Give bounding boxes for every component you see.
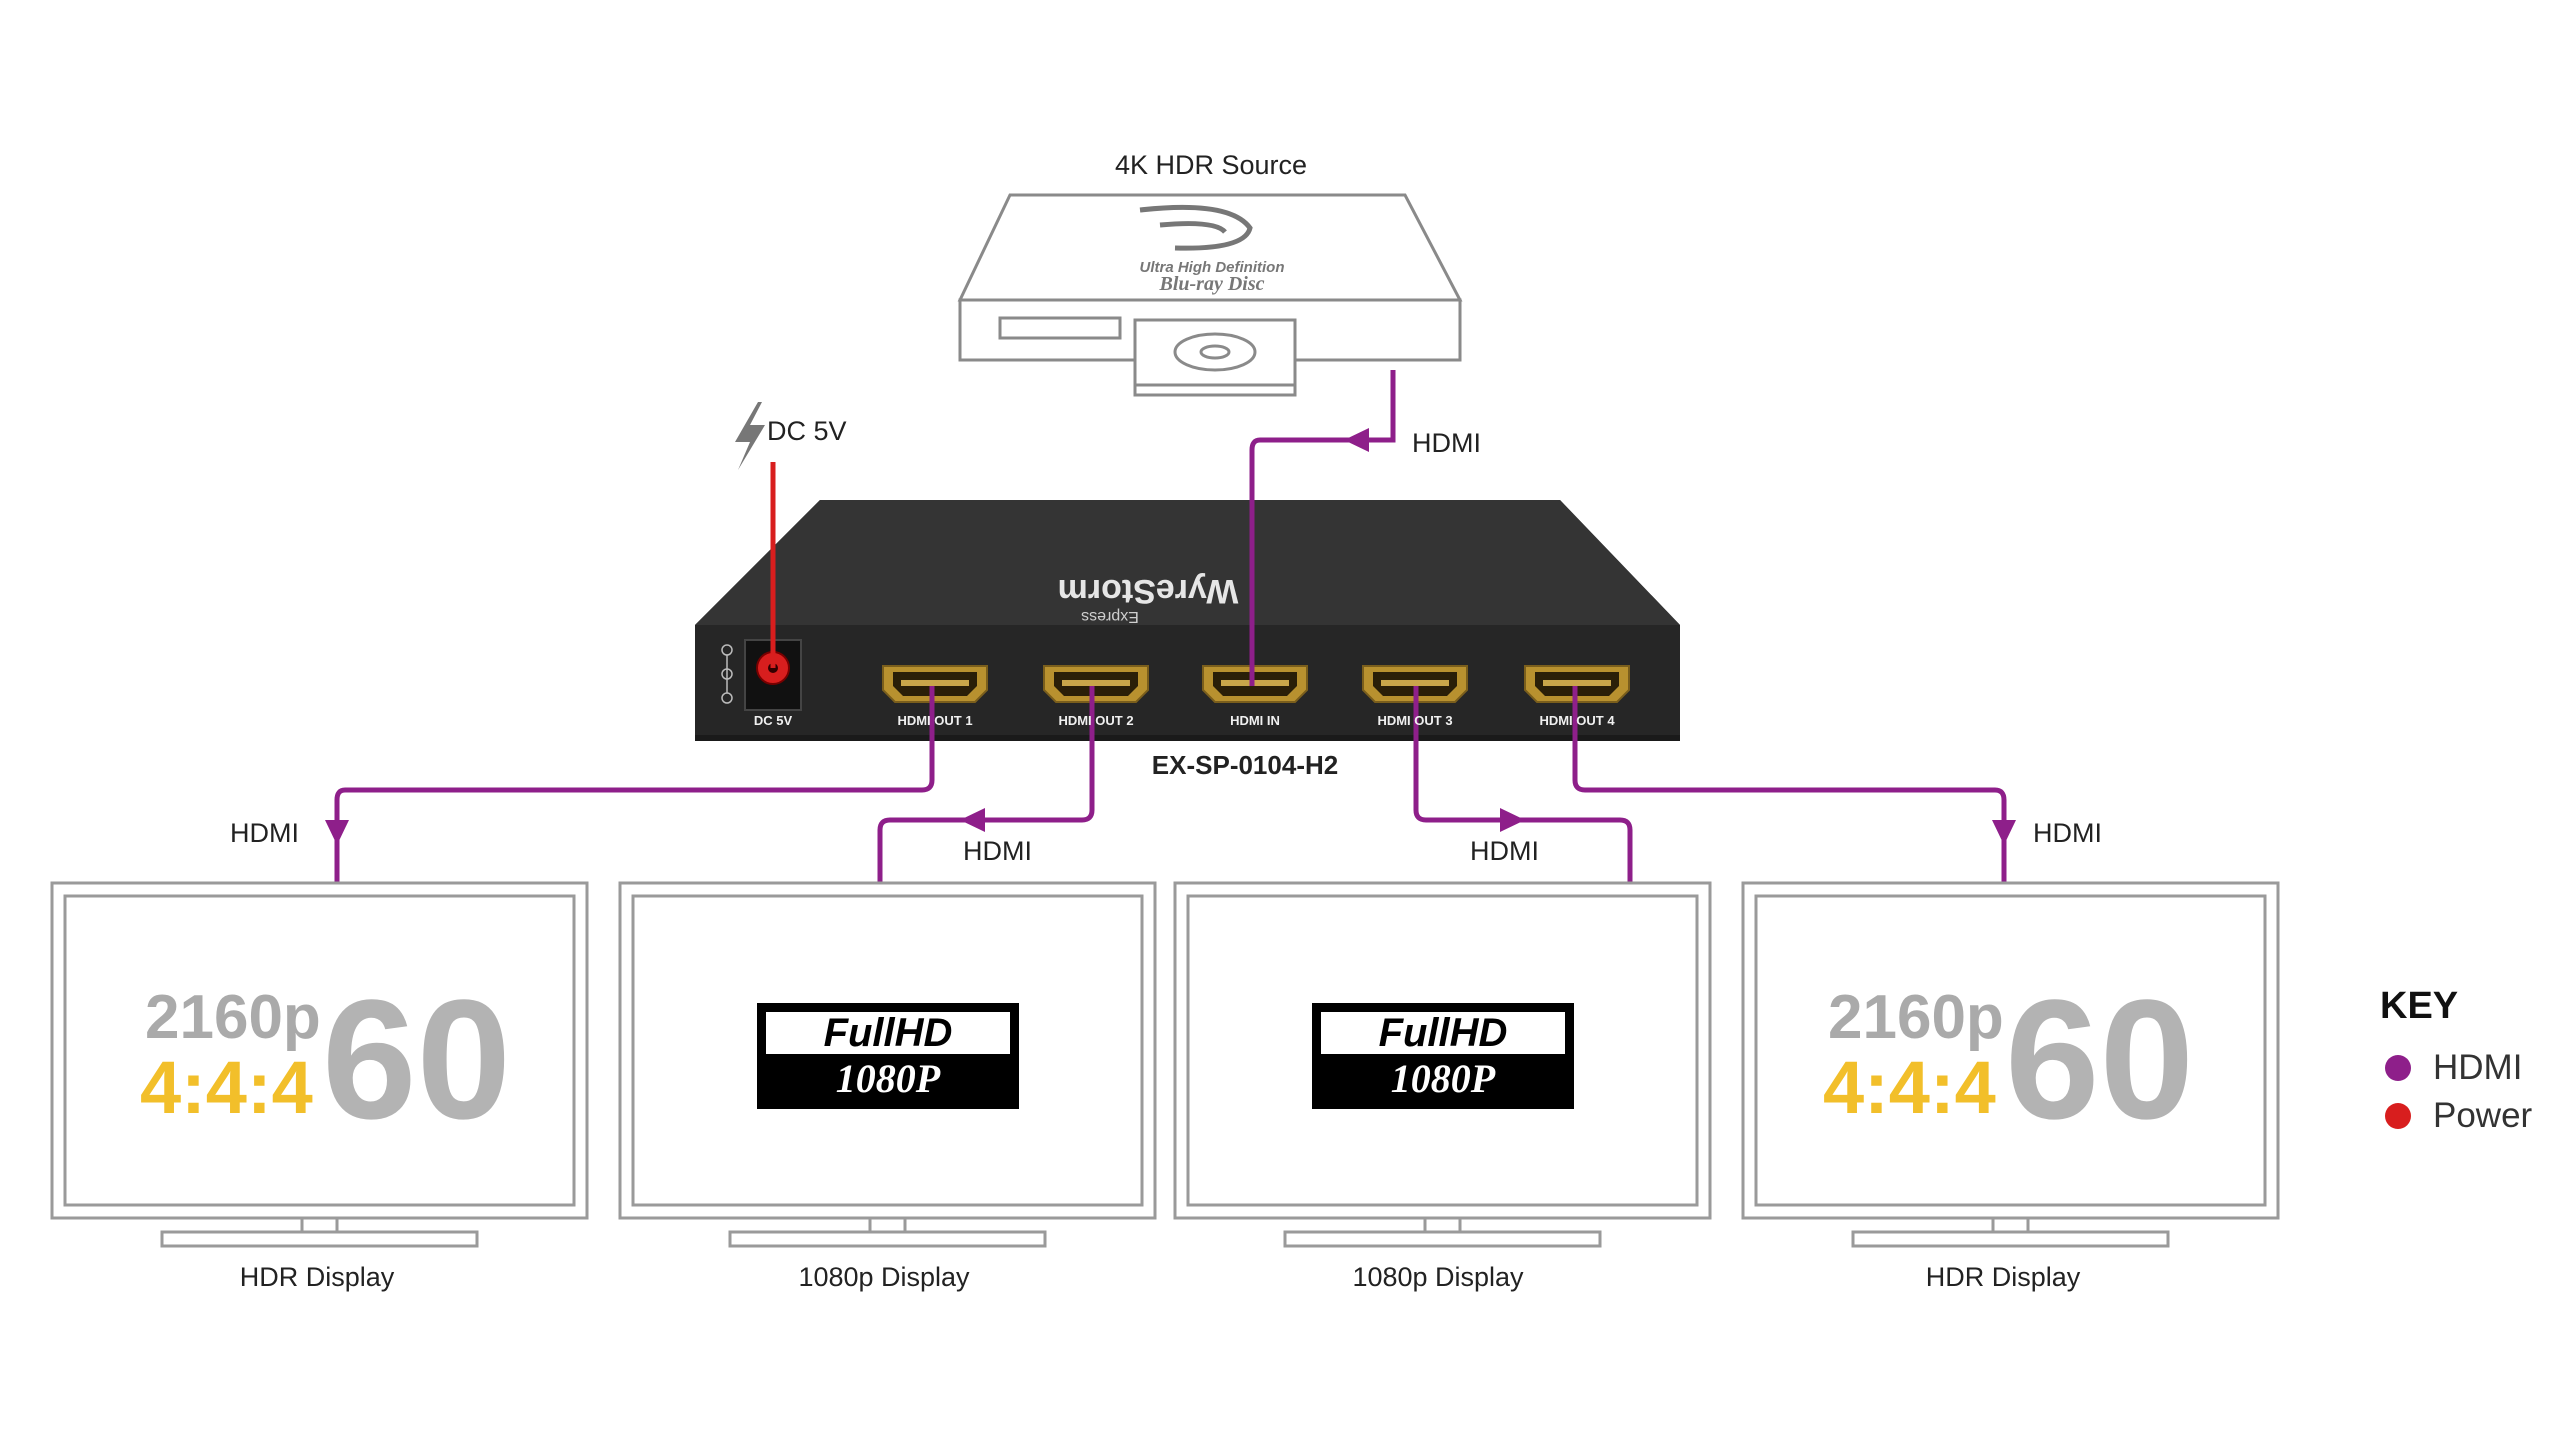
display2-fullhd-top: FullHD [766,1012,1010,1054]
arrow-out3 [1500,808,1525,832]
display-4 [1741,881,2280,1248]
device-brand: WyreStorm [1058,572,1239,610]
port-label-out3: HDMI OUT 3 [1377,713,1453,728]
display4-res-top: 2160p [1828,983,2004,1052]
hdmi-ports [882,665,1630,703]
display4-res-60: 60 [2005,965,2195,1155]
source-label: 4K HDR Source [1114,150,1308,180]
display1-res-444: 4:4:4 [140,1046,313,1129]
hdmi-port-4 [1362,665,1468,703]
disc-brand-line1: Ultra High Definition [1140,259,1285,276]
hdmi-out1-label: HDMI [230,818,299,848]
splitter-device [695,500,1680,741]
display3-fullhd-bottom: 1080P [1390,1056,1496,1101]
hdmi-port-1 [882,665,988,703]
hdmi-port-3 [1202,665,1308,703]
display2-fullhd-bottom: 1080P [835,1056,941,1101]
display4-label: HDR Display [1925,1262,2081,1292]
hdmi-input-label: HDMI [1412,428,1481,458]
hdmi-arrows [325,428,2016,845]
display1-res-top: 2160p [145,983,321,1052]
displays [50,881,2280,1248]
key-item-hdmi: HDMI [2385,1048,2522,1088]
port-label-out2: HDMI OUT 2 [1058,713,1134,728]
display3-fullhd-logo: FullHD 1080P [1312,1003,1574,1109]
hdmi-out2-label: HDMI [963,836,1032,866]
hdmi-out4-label: HDMI [2033,818,2102,848]
display3-fullhd-top: FullHD [1321,1012,1565,1054]
power-color-dot [2385,1103,2411,1129]
bluray-player [957,193,1463,397]
power-port-label: DC 5V [753,713,793,728]
arrow-input [1344,428,1369,452]
display1-res-60: 60 [322,965,512,1155]
port-label-in: HDMI IN [1230,713,1280,728]
disc-brand-line2: Blu-ray Disc [1159,273,1265,295]
key-item-power: Power [2385,1096,2532,1136]
hdmi-out3-label: HDMI [1470,836,1539,866]
key-title: KEY [2380,985,2459,1027]
port-label-out1: HDMI OUT 1 [897,713,973,728]
key-item-power-label: Power [2433,1096,2533,1135]
display-1 [50,881,589,1248]
hdmi-port-2 [1043,665,1149,703]
key-item-hdmi-label: HDMI [2433,1048,2523,1087]
display3-label: 1080p Display [1352,1262,1524,1292]
arrow-out4 [1992,820,2016,845]
arrow-out1 [325,820,349,845]
power-label: DC 5V [767,416,847,446]
display1-label: HDR Display [239,1262,395,1292]
lightning-icon [735,402,765,470]
hdmi-port-5 [1524,665,1630,703]
port-label-out4: HDMI OUT 4 [1539,713,1615,728]
device-brand-sub: Express [1081,608,1139,625]
display4-res-444: 4:4:4 [1823,1046,1996,1129]
display2-label: 1080p Display [798,1262,970,1292]
device-model-label: EX-SP-0104-H2 [1151,750,1339,780]
display2-fullhd-logo: FullHD 1080P [757,1003,1019,1109]
hdmi-color-dot [2385,1055,2411,1081]
arrow-out2 [960,808,985,832]
